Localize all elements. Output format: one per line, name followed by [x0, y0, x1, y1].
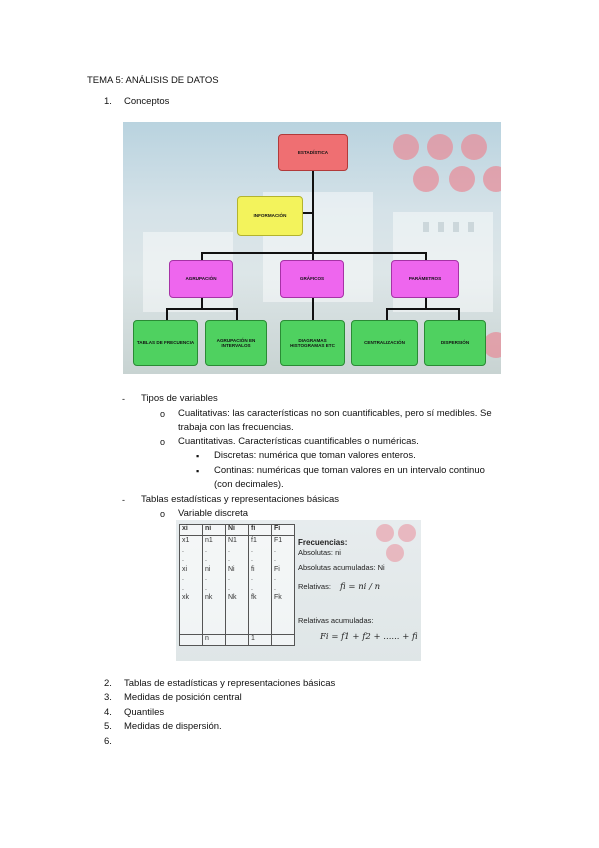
- section-number: 1.: [104, 96, 112, 107]
- cuantitativas-text: Cuantitativas. Características cuantific…: [178, 436, 419, 447]
- absolutas-acumuladas-text: Absolutas acumuladas: Ni: [298, 563, 385, 572]
- node-centralizacion: CENTRALIZACIÓN: [351, 320, 418, 366]
- node-agrupacion-intervalos: AGRUPACIÓN EN INTERVALOS: [205, 320, 267, 366]
- list-number: 5.: [104, 721, 112, 732]
- total-f: 1: [248, 634, 272, 646]
- page-title: TEMA 5: ANÁLISIS DE DATOS: [87, 75, 219, 86]
- circle-bullet: o: [160, 437, 166, 447]
- node-tablas-frecuencia: TABLAS DE FRECUENCIA: [133, 320, 198, 366]
- variables-title: Tipos de variables: [141, 393, 218, 404]
- continuas-line2: (con decimales).: [214, 479, 284, 490]
- square-bullet: ▪: [196, 451, 200, 461]
- relativas-text: Relativas:: [298, 582, 331, 591]
- header-Fi: Fi: [271, 524, 295, 536]
- node-estadistica: ESTADÍSTICA: [278, 134, 348, 171]
- node-parametros: PARÁMETROS: [391, 260, 459, 298]
- tablas-title: Tablas estadísticas y representaciones b…: [141, 494, 340, 505]
- frequency-table: xi ni Ni fi Fi x1 . . xi . . xk n1 . . n…: [179, 524, 295, 646]
- header-xi: xi: [179, 524, 203, 536]
- node-graficos: GRÁFICOS: [280, 260, 344, 298]
- frequency-legend: Frecuencias: Absolutas: ni Absolutas acu…: [298, 528, 418, 658]
- list-item: Tablas de estadísticas y representacione…: [124, 678, 336, 689]
- list-item: Medidas de dispersión.: [124, 721, 222, 732]
- circle-bullet: o: [160, 409, 166, 419]
- dash-bullet: -: [122, 394, 125, 404]
- section-title: Conceptos: [124, 96, 170, 107]
- list-item: Medidas de posición central: [124, 692, 242, 703]
- relativas-formula: fi = ni / n: [340, 582, 381, 592]
- frecuencias-heading: Frecuencias:: [298, 538, 348, 547]
- list-number: 4.: [104, 707, 112, 718]
- header-ni: ni: [202, 524, 226, 536]
- square-bullet: ▪: [196, 466, 200, 476]
- continuas-line1: Continas: numéricas que toman valores en…: [214, 465, 485, 476]
- node-diagramas: DIAGRAMAS HISTOGRAMAS ETC: [280, 320, 345, 366]
- list-number: 3.: [104, 692, 112, 703]
- acumuladas-formula: Fi = f1 + f2 + ...... + fi: [320, 632, 418, 642]
- node-agrupacion: AGRUPACIÓN: [169, 260, 233, 298]
- list-item: Quantiles: [124, 707, 165, 718]
- col-n-values: n1 . . ni . . nk: [202, 535, 226, 635]
- concept-map-image: ESTADÍSTICA INFORMACIÓN AGRUPACIÓN GRÁFI…: [123, 122, 501, 374]
- list-number: 2.: [104, 678, 112, 689]
- list-number: 6.: [104, 736, 112, 747]
- node-informacion: INFORMACIÓN: [237, 196, 303, 236]
- col-N-values: N1 . . Ni . . Nk: [225, 535, 249, 635]
- col-f-values: f1 . . fi . . fk: [248, 535, 272, 635]
- absolutas-text: Absolutas: ni: [298, 548, 341, 557]
- variable-discreta-text: Variable discreta: [178, 508, 249, 519]
- cualitativas-line1: Cualitativas: las características no son…: [178, 408, 492, 419]
- circle-bullet: o: [160, 509, 166, 519]
- col-x-values: x1 . . xi . . xk: [179, 535, 203, 635]
- total-n: n: [202, 634, 226, 646]
- col-F-values: F1 . . Fi . . Fk: [271, 535, 295, 635]
- frequency-table-image: xi ni Ni fi Fi x1 . . xi . . xk n1 . . n…: [176, 520, 421, 661]
- node-dispersion: DISPERSIÓN: [424, 320, 486, 366]
- header-Ni: Ni: [225, 524, 249, 536]
- header-fi: fi: [248, 524, 272, 536]
- dash-bullet: -: [122, 495, 125, 505]
- cualitativas-line2: trabaja con las frecuencias.: [178, 422, 294, 433]
- discretas-text: Discretas: numérica que toman valores en…: [214, 450, 416, 461]
- relativas-acumuladas-text: Relativas acumuladas:: [298, 616, 374, 625]
